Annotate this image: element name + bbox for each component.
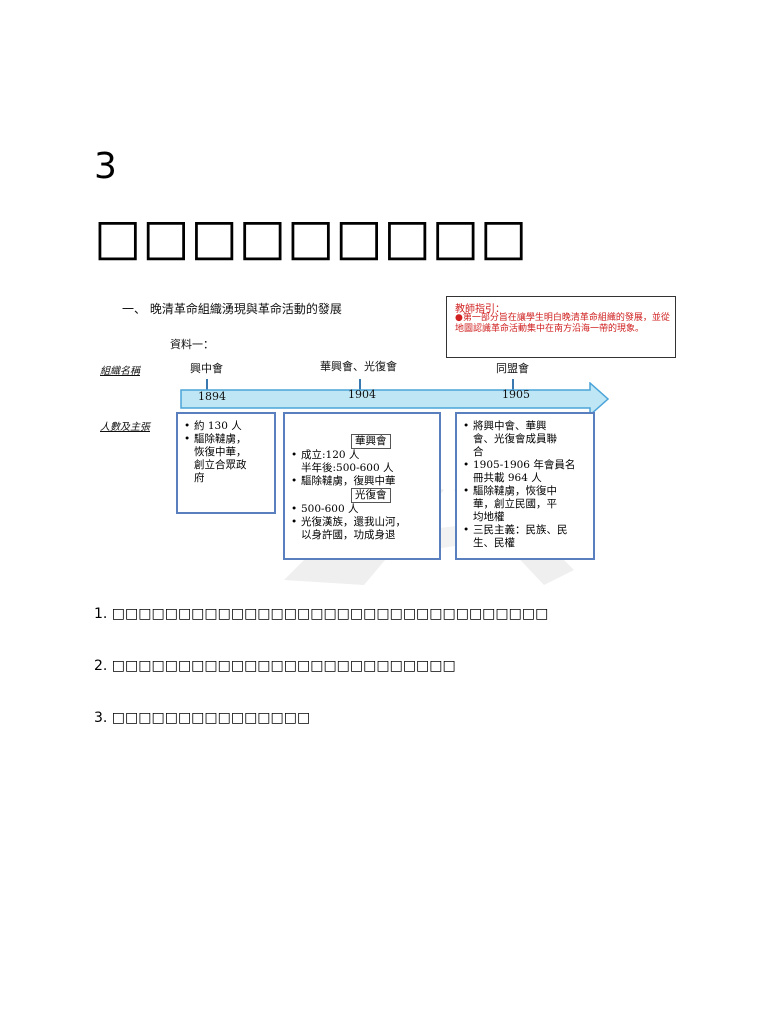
timeline-org-1894: 興中會 (190, 362, 223, 375)
page-number: 3 (94, 146, 117, 187)
box3-line: 會、光復會成員聯 (473, 433, 557, 445)
box3-line: 華，創立民國，平 (473, 498, 557, 510)
teacher-note: 教師指引： ●第一部分旨在讓學生明白晚清革命組織的發展，並從地圖認識革命活動集中… (446, 296, 676, 358)
timeline-year-1894: 1894 (198, 390, 226, 403)
box2-line: 驅除韃虜，復興中華 (291, 475, 435, 488)
timeline-tick (206, 379, 208, 391)
timeline-org-1904: 華興會、光復會 (320, 360, 397, 373)
timeline-year-1905: 1905 (502, 388, 530, 401)
timeline-org-1905: 同盟會 (496, 362, 529, 375)
box1-line: 府 (194, 472, 205, 484)
box3-line: 均地權 (473, 511, 505, 523)
box2-line: 半年後:500-600 人 (301, 462, 394, 474)
question-1: 1. □□□□□□□□□□□□□□□□□□□□□□□□□□□□□□□□□ (94, 606, 549, 622)
box3-line: 三民主義：民族、民 (463, 524, 589, 537)
question-2: 2. □□□□□□□□□□□□□□□□□□□□□□□□□□ (94, 658, 456, 674)
box3-line: 將興中會、華興 (463, 420, 589, 433)
row-label-members-aims: 人數及主張 (100, 422, 150, 433)
section-title: 一、 晚清革命組織湧現與革命活動的發展 (122, 302, 342, 316)
source-label: 資料一： (170, 338, 214, 351)
box1-line: 創立合眾政 (194, 459, 247, 471)
question-3: 3. □□□□□□□□□□□□□□□ (94, 710, 311, 726)
box3-line: 生、民權 (473, 537, 515, 549)
box3-line: 冊共載 964 人 (473, 472, 542, 484)
box1-line: 驅除韃虜， (184, 433, 270, 446)
teacher-note-title: 教師指引： (455, 304, 505, 315)
box2-header: 光復會 (301, 488, 435, 503)
box2-line: 光復漢族，還我山河， (291, 516, 435, 529)
box3-line: 1905-1906 年會員名 (463, 459, 589, 472)
timeline-figure: 一、 晚清革命組織湧現與革命活動的發展 資料一： 教師指引： ●第一部分旨在讓學… (94, 290, 676, 590)
timeline-arrow (180, 382, 610, 416)
info-box-huaxing-guangfu: 華興會 成立:120 人 半年後:500-600 人 驅除韃虜，復興中華 光復會… (283, 412, 441, 560)
teacher-note-body: ●第一部分旨在讓學生明白晚清革命組織的發展，並從地圖認識革命活動集中在南方沿海一… (455, 313, 670, 334)
box2-line: 成立:120 人 (291, 449, 435, 462)
timeline-year-1904: 1904 (348, 388, 376, 401)
timeline-tick (512, 379, 514, 391)
row-label-org-name: 組織名稱 (100, 366, 140, 377)
info-box-tongmenghui: 將興中會、華興 會、光復會成員聯 合 1905-1906 年會員名 冊共載 96… (455, 412, 595, 560)
box3-line: 驅除韃虜，恢復中 (463, 485, 589, 498)
timeline-tick (359, 379, 361, 391)
box2-line: 500-600 人 (291, 503, 435, 516)
box1-line: 約 130 人 (184, 420, 270, 433)
page-heading: □□□□□□□□□ (94, 208, 529, 266)
info-box-xingzhonghui: 約 130 人 驅除韃虜， 恢復中華， 創立合眾政 府 (176, 412, 276, 514)
box2-header: 華興會 (301, 434, 435, 449)
box1-line: 恢復中華， (194, 446, 247, 458)
box3-line: 合 (473, 446, 484, 458)
box2-line: 以身許國，功成身退 (301, 529, 396, 541)
